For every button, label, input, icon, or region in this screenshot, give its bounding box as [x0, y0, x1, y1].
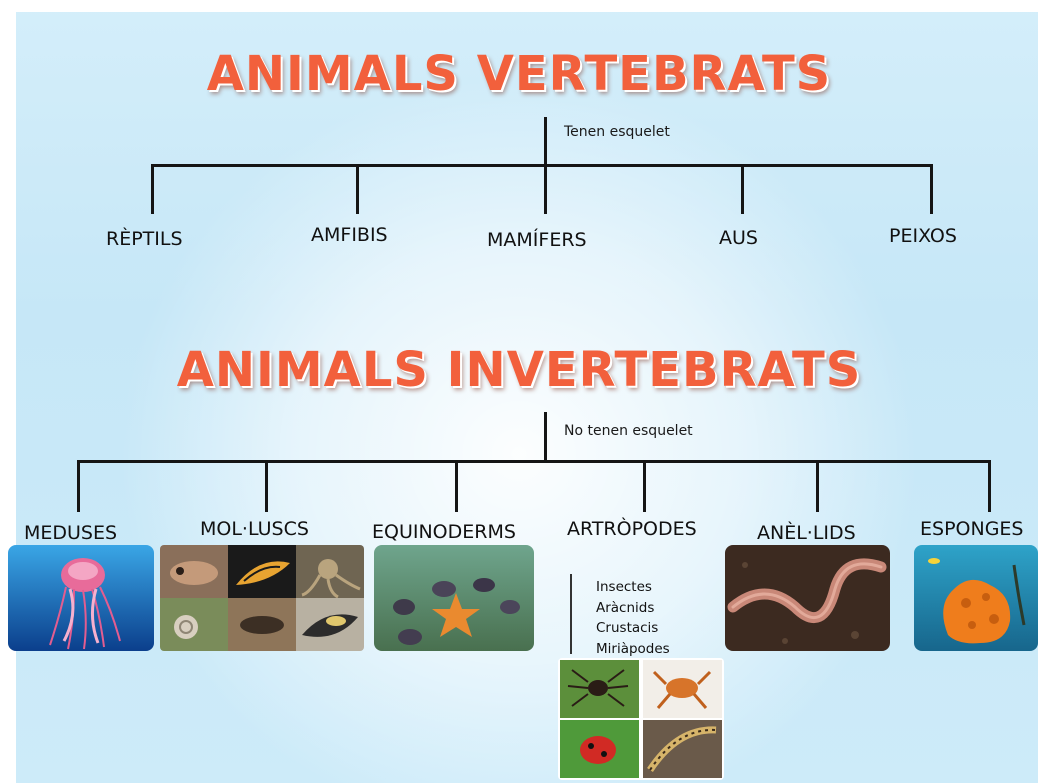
invertebrates-drop-4	[643, 460, 646, 512]
vertebrates-drop-3	[544, 164, 547, 214]
top-margin	[0, 0, 1038, 12]
group-birds: AUS	[719, 227, 758, 249]
vertebrates-drop-1	[151, 164, 154, 214]
group-arthropods: ARTRÒPODES	[567, 518, 697, 540]
arthropods-list-bar	[570, 574, 572, 654]
earthworm-photo	[725, 545, 890, 651]
invertebrates-drop-1	[77, 460, 80, 512]
vertebrates-drop-2	[356, 164, 359, 214]
group-molluscs: MOL·LUSCS	[200, 518, 309, 540]
subgroup-crustaceans: Crustacis	[596, 618, 670, 639]
group-fish: PEIXOS	[889, 225, 957, 247]
vertebrates-drop-4	[741, 164, 744, 214]
invertebrates-drop-5	[816, 460, 819, 512]
mollusc-collage	[160, 545, 364, 651]
invertebrates-drop-2	[265, 460, 268, 512]
invertebrates-note: No tenen esquelet	[564, 423, 693, 439]
group-jellyfish: MEDUSES	[24, 522, 117, 544]
group-amphibians: AMFIBIS	[311, 224, 388, 246]
vertebrates-title: ANIMALS VERTEBRATS	[0, 46, 1038, 102]
vertebrates-drop-5	[930, 164, 933, 214]
arthropod-subgroups: Insectes Aràcnids Crustacis Miriàpodes	[596, 577, 670, 659]
starfish-photo	[374, 545, 534, 651]
jellyfish-photo	[8, 545, 154, 651]
group-mammals: MAMÍFERS	[487, 229, 587, 251]
invertebrates-drop-6	[988, 460, 991, 512]
arthropod-collage	[558, 658, 724, 780]
invertebrates-stem	[544, 412, 547, 462]
sponge-photo	[914, 545, 1038, 651]
group-sponges: ESPONGES	[920, 518, 1023, 540]
vertebrates-note: Tenen esquelet	[564, 124, 670, 140]
vertebrates-stem	[544, 117, 547, 166]
group-reptiles: RÈPTILS	[106, 228, 183, 250]
vertebrates-branch	[151, 164, 933, 167]
subgroup-myriapods: Miriàpodes	[596, 639, 670, 660]
invertebrates-branch	[77, 460, 991, 463]
invertebrates-drop-3	[455, 460, 458, 512]
subgroup-arachnids: Aràcnids	[596, 598, 670, 619]
group-echinoderms: EQUINODERMS	[372, 521, 516, 543]
invertebrates-title: ANIMALS INVERTEBRATS	[0, 342, 1038, 398]
subgroup-insects: Insectes	[596, 577, 670, 598]
group-annelids: ANÈL·LIDS	[757, 522, 856, 544]
